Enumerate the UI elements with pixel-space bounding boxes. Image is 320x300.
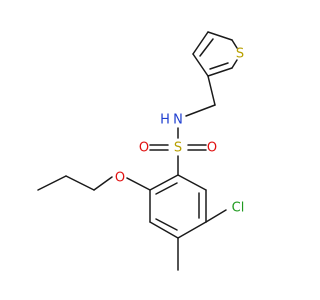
- bond: [185, 104, 216, 117]
- bond: [192, 31, 209, 55]
- sulfonyl-oxygen-left-label: O: [139, 141, 149, 156]
- bond: [205, 209, 227, 223]
- bond: [126, 177, 151, 191]
- bond: [177, 221, 207, 239]
- bond: [209, 62, 229, 70]
- bond: [149, 221, 179, 239]
- bond: [207, 67, 233, 77]
- bond: [93, 176, 113, 191]
- bond: [149, 174, 179, 191]
- bond: [199, 38, 214, 57]
- bond: [37, 175, 67, 191]
- hydrogen-label: H: [160, 113, 170, 128]
- bond: [65, 175, 95, 191]
- molecule-drawing: S N H S O O O Cl: [37, 31, 245, 271]
- bond: [207, 75, 216, 106]
- bond: [192, 53, 209, 77]
- bond: [155, 182, 178, 195]
- thiophene-sulfur-label: S: [236, 47, 244, 62]
- sulfonyl-sulfur-label: S: [174, 141, 182, 156]
- chlorine-label: Cl: [232, 201, 245, 216]
- bond: [155, 218, 178, 231]
- benzene-ring: [149, 174, 207, 239]
- bond: [231, 39, 238, 49]
- bond: [207, 31, 233, 41]
- bond: [231, 59, 238, 69]
- structure-diagram: S N H S O O O Cl: [37, 31, 245, 271]
- thiophene-ring: [192, 31, 238, 77]
- nitrogen-label: N: [173, 113, 183, 128]
- bond: [177, 174, 207, 191]
- sulfonyl-oxygen-right-label: O: [207, 141, 217, 156]
- ether-oxygen-label: O: [115, 171, 125, 186]
